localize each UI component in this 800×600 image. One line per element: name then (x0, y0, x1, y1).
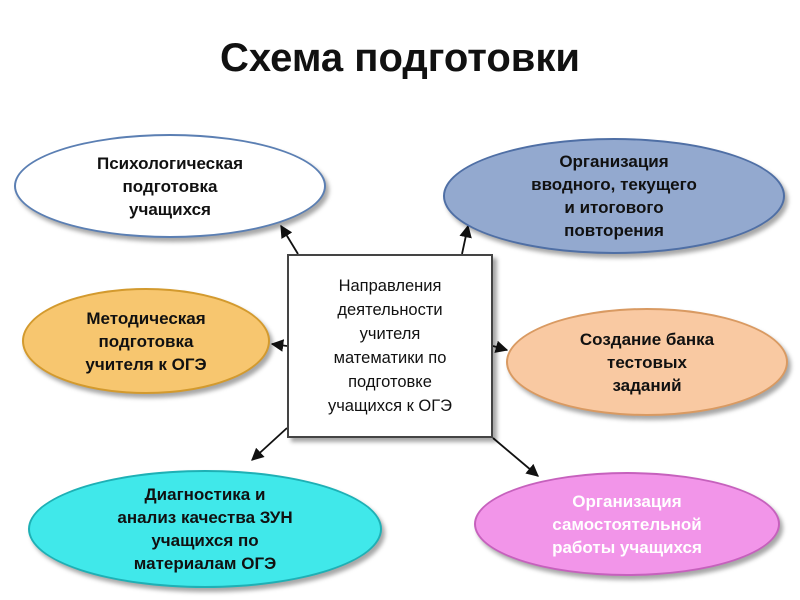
node-label: Организация самостоятельной работы учащи… (552, 491, 702, 557)
arrow-to-selfwork (492, 437, 539, 477)
arrow-to-method (270, 339, 288, 352)
arrow-to-repeat (459, 224, 472, 255)
node-label: Психологическая подготовка учащихся (96, 153, 244, 219)
node-test-bank: Создание банка тестовых заданий (506, 308, 788, 416)
arrow-to-diag (251, 427, 288, 461)
node-diagnostics: Диагностика и анализ качества ЗУН учащих… (28, 470, 382, 588)
node-self-work: Организация самостоятельной работы учащи… (474, 472, 780, 576)
node-psychological-preparation: Психологическая подготовка учащихся (14, 134, 326, 238)
node-label: Методическая подготовка учителя к ОГЭ (85, 308, 207, 374)
page-title: Схема подготовки (220, 36, 580, 80)
node-repetition-organization: Организация вводного, текущего и итогово… (443, 138, 785, 254)
node-label: Диагностика и анализ качества ЗУН учащих… (117, 485, 293, 573)
center-label: Направления деятельности учителя математ… (327, 277, 453, 415)
center-box: Направления деятельности учителя математ… (287, 254, 493, 438)
node-label: Организация вводного, текущего и итогово… (531, 152, 697, 240)
node-label: Создание банка тестовых заданий (579, 329, 715, 395)
arrow-to-bank (492, 340, 509, 353)
node-methodical-preparation: Методическая подготовка учителя к ОГЭ (22, 288, 270, 394)
arrow-to-psych (280, 224, 299, 255)
